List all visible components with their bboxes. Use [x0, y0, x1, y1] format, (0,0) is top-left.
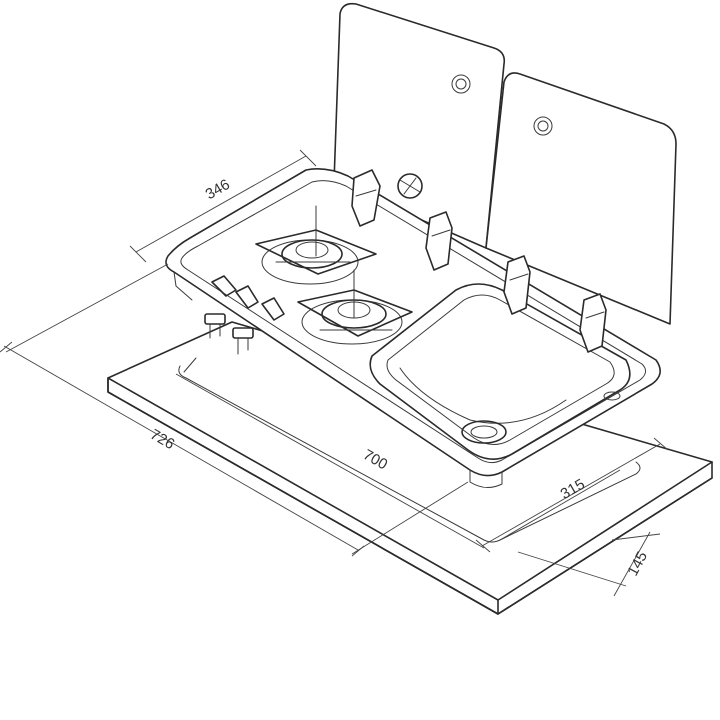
burner-back	[255, 205, 377, 285]
sink-drain-inner	[470, 425, 498, 439]
dim-145-label: 145	[624, 549, 651, 579]
burner-back-grid	[255, 229, 377, 275]
lid-right-knob-inner	[537, 120, 549, 132]
sink-outer-edge	[369, 283, 631, 460]
lid-panel-right	[485, 72, 677, 325]
burner-back-cap	[281, 239, 343, 269]
burner-front-grid	[297, 289, 413, 337]
dim-726-label: 726	[147, 426, 177, 453]
dim-346-label: 346	[203, 176, 233, 203]
hinge-3	[503, 255, 531, 315]
dim-346-line	[135, 155, 307, 253]
valve-3	[261, 297, 285, 321]
dim-145-lines	[517, 531, 651, 597]
gas-nut-2	[232, 327, 254, 339]
sink-basin	[369, 283, 631, 460]
sink-inner-edge	[386, 294, 615, 445]
countertop-top-edge-right	[497, 461, 713, 601]
dim-726-ext-left	[5, 263, 169, 353]
burner-front-supports	[319, 269, 393, 331]
hinge-2	[425, 211, 453, 271]
lid-right-knob	[533, 116, 553, 136]
tray-inner-rim	[180, 180, 646, 464]
vent-cross	[399, 177, 421, 195]
valve-2	[235, 285, 259, 309]
countertop	[107, 321, 713, 615]
dim-346-ticks	[129, 149, 317, 263]
burner-front	[297, 269, 413, 345]
lid-vent	[397, 173, 423, 199]
sink-overflow	[603, 391, 621, 401]
dim-726-line	[3, 345, 359, 551]
dim-145-ext	[611, 533, 661, 541]
hinge-1	[351, 169, 381, 227]
tray-front-wall	[173, 271, 193, 301]
valve-1	[211, 275, 237, 297]
gas-nut-1	[204, 313, 226, 325]
burner-back-crown	[295, 241, 329, 259]
dim-315-line	[481, 443, 661, 547]
vent-ring	[397, 173, 423, 199]
dim-700-line	[175, 373, 485, 549]
gas-fittings	[204, 275, 285, 355]
cutout-outline	[178, 365, 641, 543]
hinge-4	[579, 293, 607, 353]
sink-drain	[461, 420, 507, 444]
sink-bowl-curve	[399, 367, 567, 424]
lid-left-knob-inner	[455, 78, 467, 90]
dim-315-ticks	[475, 437, 669, 553]
tray-front-corner	[469, 469, 503, 488]
dim-315-inner	[499, 469, 621, 541]
hinge-pins	[355, 189, 605, 319]
dim-726-ticks	[0, 341, 365, 557]
dim-726-ext-right	[351, 481, 469, 555]
lid-left-knob	[451, 74, 471, 94]
burner-back-supports	[275, 205, 351, 263]
cutout-corner	[183, 357, 197, 373]
countertop-bottom-edge-right	[497, 477, 713, 615]
lid-hinges	[351, 169, 607, 353]
